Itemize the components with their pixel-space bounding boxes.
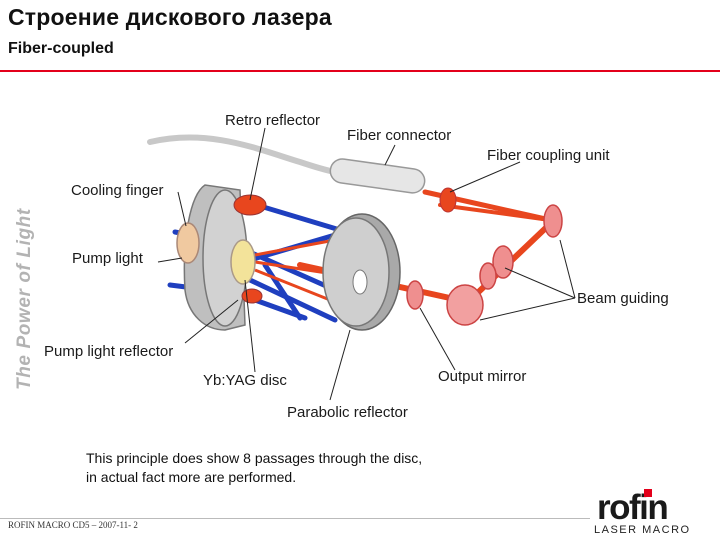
label-output-mirror: Output mirror [438,368,527,385]
parabolic-reflector-hole [352,269,368,295]
retro-reflector [233,194,267,216]
cooling-finger [176,222,200,264]
retro-reflector-lower [241,288,263,304]
yb-yag-disc [230,239,256,285]
leader-lines [157,127,576,401]
fiber-connector-body [329,158,426,194]
label-pump-light-reflector: Pump light reflector [44,343,174,360]
header-rule [0,70,720,72]
guiding-lens-1 [492,245,514,279]
guiding-mirror-top [543,204,563,238]
label-cooling-finger: Cooling finger [71,182,164,199]
logo-accent-dot [644,489,652,497]
guiding-lens-2 [479,262,497,290]
page-title: Строение дискового лазера [8,4,332,30]
label-retro-reflector: Retro reflector [225,112,321,129]
fiber-coupling-lens [439,187,457,213]
output-mirror [406,280,424,310]
label-yb-yag-disc: Yb:YAG disc [203,372,287,389]
logo-subtitle: LASER MACRO [594,524,691,536]
label-parabolic-reflector: Parabolic reflector [287,404,408,421]
fiber-cable [147,134,338,175]
label-fiber-connector: Fiber connector [347,127,452,144]
label-pump-light: Pump light [72,250,143,267]
guiding-mirror-bottom [446,284,484,326]
explanation-note: This principle does show 8 passages thro… [86,449,422,487]
rofin-logo: rofin [597,488,669,527]
footer-rule [0,518,590,519]
note-line-1: This principle does show 8 passages thro… [86,450,423,466]
page-subtitle: Fiber-coupled [8,40,114,57]
footer-text: ROFIN MACRO CD5 – 2007-11- 2 [8,520,138,530]
label-fiber-coupling-unit: Fiber coupling unit [487,147,610,164]
note-line-2: in actual fact more are performed. [86,469,297,485]
label-beam-guiding: Beam guiding [577,290,669,307]
